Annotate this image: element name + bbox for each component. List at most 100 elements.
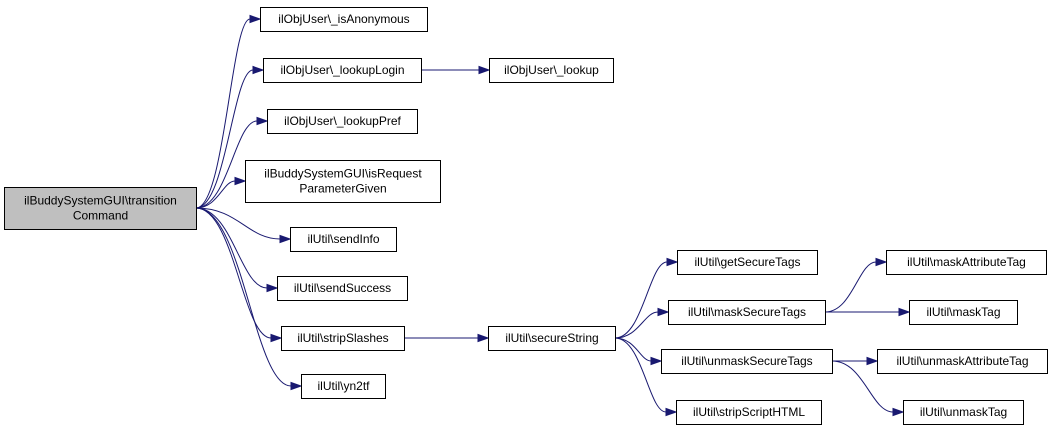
node-box bbox=[677, 250, 818, 275]
edge-line bbox=[824, 261, 877, 313]
arrowhead-icon bbox=[266, 283, 279, 293]
node-box bbox=[245, 160, 441, 203]
edges-layer bbox=[195, 14, 911, 417]
node-lookupPref[interactable]: ilObjUser\_lookupPref bbox=[267, 109, 418, 134]
edge-maskSecureTags-to-maskAttributeTag bbox=[824, 257, 888, 313]
edge-secureString-to-getSecureTags bbox=[614, 257, 679, 339]
node-box bbox=[4, 187, 197, 230]
node-label: ilUtil\stripSlashes bbox=[297, 331, 388, 345]
node-box bbox=[877, 349, 1048, 374]
node-unmaskSecureTags[interactable]: ilUtil\unmaskSecureTags bbox=[661, 349, 833, 374]
node-box bbox=[277, 276, 408, 301]
edge-secureString-to-maskSecureTags bbox=[614, 307, 670, 339]
arrowhead-icon bbox=[875, 257, 888, 267]
node-label: ilUtil\sendInfo bbox=[307, 232, 379, 246]
edge-secureString-to-stripScriptHTML bbox=[614, 337, 678, 417]
edge-line bbox=[195, 18, 251, 209]
edge-root-to-isAnonymous bbox=[195, 14, 262, 209]
node-isAnonymous[interactable]: ilObjUser\_isAnonymous bbox=[260, 7, 428, 32]
node-box bbox=[903, 400, 1024, 425]
node-label: ilUtil\maskSecureTags bbox=[688, 305, 806, 319]
node-box bbox=[267, 109, 418, 134]
node-label: ilObjUser\_lookupLogin bbox=[280, 63, 404, 77]
arrowhead-icon bbox=[650, 356, 663, 366]
node-yn2tf[interactable]: ilUtil\yn2tf bbox=[301, 374, 386, 399]
node-box bbox=[301, 374, 386, 399]
arrowhead-icon bbox=[478, 65, 491, 75]
arrowhead-icon bbox=[666, 257, 679, 267]
node-box bbox=[263, 58, 422, 83]
arrowhead-icon bbox=[256, 116, 269, 126]
edge-unmaskSecureTags-to-unmaskAttributeTag bbox=[832, 356, 879, 366]
arrowhead-icon bbox=[477, 333, 490, 343]
node-stripScriptHTML[interactable]: ilUtil\stripScriptHTML bbox=[676, 400, 822, 425]
node-label: ilUtil\maskAttributeTag bbox=[907, 255, 1026, 269]
node-sendSuccess[interactable]: ilUtil\sendSuccess bbox=[277, 276, 408, 301]
node-label: ilBuddySystemGUI\isRequest bbox=[264, 167, 422, 181]
node-box bbox=[260, 7, 428, 32]
edge-unmaskSecureTags-to-unmaskTag bbox=[831, 360, 905, 417]
edge-maskSecureTags-to-maskTag bbox=[824, 307, 911, 317]
node-maskTag[interactable]: ilUtil\maskTag bbox=[909, 300, 1018, 325]
arrowhead-icon bbox=[665, 407, 678, 417]
node-label: ilUtil\getSecureTags bbox=[694, 255, 800, 269]
arrowhead-icon bbox=[657, 307, 670, 317]
node-label: ilUtil\sendSuccess bbox=[294, 281, 391, 295]
arrowhead-icon bbox=[249, 14, 262, 24]
node-label: ilUtil\unmaskTag bbox=[920, 405, 1007, 419]
node-maskSecureTags[interactable]: ilUtil\maskSecureTags bbox=[668, 300, 826, 325]
edge-line bbox=[195, 207, 268, 289]
edge-root-to-stripSlashes bbox=[195, 207, 283, 343]
arrowhead-icon bbox=[866, 356, 879, 366]
node-label: ParameterGiven bbox=[299, 182, 386, 196]
edge-line bbox=[831, 360, 894, 413]
node-lookupLogin[interactable]: ilObjUser\_lookupLogin bbox=[263, 58, 422, 83]
node-label: Command bbox=[73, 209, 128, 223]
node-sendInfo[interactable]: ilUtil\sendInfo bbox=[290, 227, 397, 252]
arrowhead-icon bbox=[892, 407, 905, 417]
edge-line bbox=[195, 207, 272, 339]
node-box bbox=[488, 326, 616, 351]
edge-line bbox=[614, 311, 659, 339]
node-lookup[interactable]: ilObjUser\_lookup bbox=[489, 58, 614, 83]
edge-root-to-lookupPref bbox=[195, 116, 269, 209]
node-label: ilObjUser\_lookupPref bbox=[284, 114, 401, 128]
node-label: ilObjUser\_lookup bbox=[504, 63, 599, 77]
node-stripSlashes[interactable]: ilUtil\stripSlashes bbox=[281, 326, 405, 351]
edge-stripSlashes-to-secureString bbox=[403, 333, 490, 343]
node-maskAttributeTag[interactable]: ilUtil\maskAttributeTag bbox=[886, 250, 1047, 275]
node-label: ilObjUser\_isAnonymous bbox=[278, 12, 409, 26]
edge-root-to-sendInfo bbox=[195, 207, 292, 244]
edge-line bbox=[614, 337, 667, 413]
node-label: ilBuddySystemGUI\transition bbox=[24, 194, 177, 208]
node-box bbox=[886, 250, 1047, 275]
edge-root-to-yn2tf bbox=[195, 207, 303, 391]
node-unmaskTag[interactable]: ilUtil\unmaskTag bbox=[903, 400, 1024, 425]
node-box bbox=[290, 227, 397, 252]
edge-root-to-lookupLogin bbox=[195, 65, 265, 209]
node-label: ilUtil\secureString bbox=[505, 331, 598, 345]
arrowhead-icon bbox=[234, 176, 247, 186]
node-box bbox=[676, 400, 822, 425]
node-box bbox=[668, 300, 826, 325]
arrowhead-icon bbox=[898, 307, 911, 317]
node-label: ilUtil\maskTag bbox=[926, 305, 1000, 319]
node-secureString[interactable]: ilUtil\secureString bbox=[488, 326, 616, 351]
arrowhead-icon bbox=[279, 234, 292, 244]
node-box bbox=[281, 326, 405, 351]
node-unmaskAttributeTag[interactable]: ilUtil\unmaskAttributeTag bbox=[877, 349, 1048, 374]
edge-line bbox=[195, 120, 258, 209]
edge-line bbox=[195, 180, 236, 209]
edge-lookupLogin-to-lookup bbox=[421, 65, 491, 75]
node-label: ilUtil\unmaskSecureTags bbox=[681, 354, 812, 368]
arrowhead-icon bbox=[290, 381, 303, 391]
node-box bbox=[489, 58, 614, 83]
node-getSecureTags[interactable]: ilUtil\getSecureTags bbox=[677, 250, 818, 275]
edge-line bbox=[614, 261, 668, 339]
edge-line bbox=[195, 69, 254, 209]
edge-line bbox=[614, 337, 652, 362]
